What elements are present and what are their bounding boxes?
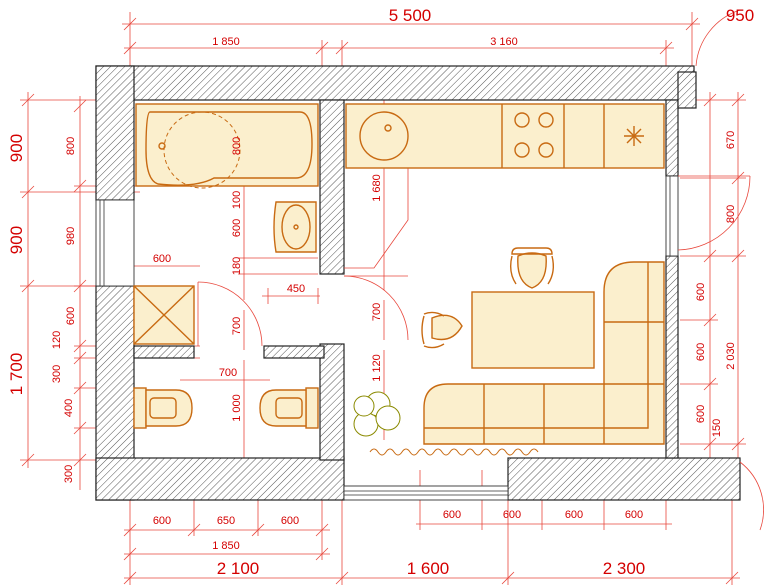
dim-left-900b: 900	[7, 226, 26, 254]
dim-left-120: 120	[51, 331, 63, 349]
dim-right-150: 150	[711, 419, 723, 437]
dim-left-300a: 300	[51, 365, 63, 383]
dim-bottom-1850: 1 850	[212, 540, 240, 552]
walls	[95, 65, 741, 501]
dim-right-600b: 600	[695, 343, 707, 361]
dim-left-300b: 300	[63, 465, 75, 483]
dim-left-900a: 900	[7, 134, 26, 162]
dim-hall-1120: 1 120	[371, 354, 383, 382]
kitchen-counter	[345, 103, 665, 169]
dim-bottom-600b: 600	[281, 515, 299, 527]
dim-bottom-600a: 600	[153, 515, 171, 527]
dim-top-total: 5 500	[389, 6, 432, 25]
dim-right-800: 800	[725, 205, 737, 223]
dim-toilet-700: 700	[219, 367, 237, 379]
dim-sink-450: 450	[287, 283, 305, 295]
dim-sink-100: 100	[231, 191, 243, 209]
dimension-lines	[20, 12, 746, 585]
door-swings	[197, 9, 764, 531]
dim-right-600c: 600	[695, 405, 707, 423]
chair-left	[421, 311, 463, 349]
dim-left-600: 600	[65, 307, 77, 325]
dim-shower-600: 600	[153, 253, 171, 265]
windows	[95, 175, 679, 501]
dim-right-2030: 2 030	[725, 342, 737, 370]
dim-left-400: 400	[63, 399, 75, 417]
dim-hall-700: 700	[371, 303, 383, 321]
shower-tray	[133, 285, 195, 345]
dim-door-700: 700	[231, 317, 243, 335]
dim-bottom-1600: 1 600	[407, 559, 450, 578]
dim-sofa-600a: 600	[443, 509, 461, 521]
plant-icon	[353, 391, 401, 437]
dim-bath-800: 800	[231, 137, 243, 155]
dim-right-600a: 600	[695, 283, 707, 301]
dim-sink-180: 180	[231, 257, 243, 275]
fridge-snowflake-icon	[624, 126, 644, 146]
dim-top-kitchen: 3 160	[490, 36, 518, 48]
washbasin	[273, 201, 317, 253]
dim-toilet-1000: 1 000	[231, 394, 243, 422]
toilet-left	[133, 387, 193, 429]
corner-sofa	[423, 261, 665, 445]
dim-top-right: 950	[726, 6, 754, 25]
dim-top-left: 1 850	[212, 36, 240, 48]
dim-left-800: 800	[65, 137, 77, 155]
chair-top	[509, 247, 555, 289]
dim-sofa-600c: 600	[565, 509, 583, 521]
toilet-right	[259, 387, 319, 429]
dim-sofa-600b: 600	[503, 509, 521, 521]
dining-table	[471, 291, 595, 369]
dim-right-670: 670	[725, 131, 737, 149]
dim-left-980: 980	[65, 227, 77, 245]
dim-bottom-2300: 2 300	[603, 559, 646, 578]
dimension-labels: 5 500 950 1 850 3 160 900 900 1 700 800 …	[7, 6, 754, 578]
radiator	[369, 448, 539, 456]
dim-left-1700: 1 700	[7, 353, 26, 396]
dim-sofa-600d: 600	[625, 509, 643, 521]
bathtub	[135, 103, 319, 189]
dim-bottom-650: 650	[217, 515, 235, 527]
dim-bottom-2100: 2 100	[217, 559, 260, 578]
dim-sink-600: 600	[231, 219, 243, 237]
stove-burners-icon	[514, 112, 554, 158]
dim-hall-1680: 1 680	[371, 174, 383, 202]
